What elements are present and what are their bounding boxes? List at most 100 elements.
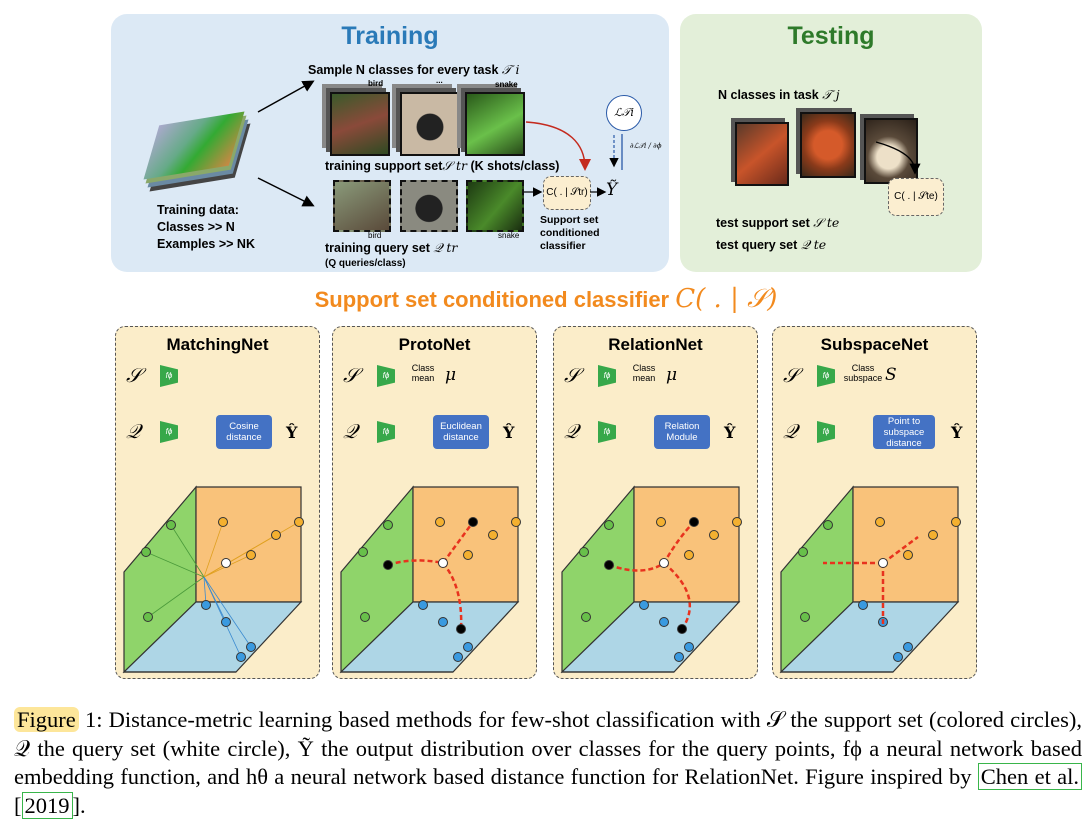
embedding-space-diagram <box>339 485 521 674</box>
prototype-mu1 <box>689 517 699 527</box>
support-point-orange <box>463 550 473 560</box>
embedding-space-diagram <box>122 485 304 674</box>
figure-number: 1: <box>84 707 103 732</box>
orange-plane <box>195 486 302 603</box>
support-point-blue <box>903 642 913 652</box>
support-image-dog <box>400 92 460 156</box>
support-point-orange <box>511 517 521 527</box>
distance-path <box>387 521 475 630</box>
query-point <box>221 558 231 568</box>
class-label-snake: snake <box>495 80 518 89</box>
query-symbol: 𝒬 <box>126 419 141 443</box>
match-line <box>203 521 300 578</box>
orange-plane <box>852 486 959 603</box>
support-point-orange <box>684 550 694 560</box>
support-point-orange <box>294 517 304 527</box>
training-data-label: Training data: Classes >> N Examples >> … <box>157 203 255 251</box>
caption-text: Distance-metric learning based methods f… <box>14 707 1083 789</box>
prototype-mu3 <box>604 560 614 570</box>
support-point-green <box>141 547 151 557</box>
query-image-snake <box>466 180 524 232</box>
training-output: Ỹ <box>606 180 618 200</box>
match-line <box>203 576 252 648</box>
support-point-orange <box>246 550 256 560</box>
citation-year-link[interactable]: 2019 <box>21 791 73 819</box>
embedding-fphi-query: fϕ <box>377 421 395 443</box>
support-point-blue <box>684 642 694 652</box>
support-point-orange <box>271 530 281 540</box>
query-point <box>438 558 448 568</box>
test-image-2 <box>800 112 856 178</box>
mid-output: S <box>885 365 897 385</box>
match-line <box>145 551 205 578</box>
query-class-label-bird: bird <box>368 231 382 240</box>
embedding-fphi-query: fϕ <box>160 421 178 443</box>
output-y: Ŷ <box>503 423 515 442</box>
testing-classifier-box: C( . | 𝒮te) <box>888 178 944 216</box>
class-label-ellipsis: ... <box>436 76 443 85</box>
embedding-space-diagram <box>779 485 961 674</box>
support-point-orange <box>951 517 961 527</box>
support-point-orange <box>903 550 913 560</box>
prototype-mu2 <box>677 624 687 634</box>
class-label-bird: bird <box>368 79 384 88</box>
citation-author-link[interactable]: Chen et al. <box>977 763 1082 790</box>
support-symbol: 𝒮 <box>343 363 359 387</box>
method-panel-protonet: ProtoNet 𝒮 𝒬 fϕ fϕ Class mean μ Euclidea… <box>332 326 537 679</box>
support-point-orange <box>488 530 498 540</box>
figure-caption: Figure 1: Distance-metric learning based… <box>14 707 1083 819</box>
mid-operation: Class mean <box>411 363 435 383</box>
query-symbol: 𝒬 <box>783 419 798 443</box>
support-point-blue <box>246 642 256 652</box>
support-symbol: 𝒮 <box>126 363 142 387</box>
method-panel-subspacenet: SubspaceNet 𝒮 𝒬 fϕ fϕ Class subspace S P… <box>772 326 977 679</box>
test-image-1 <box>735 122 789 186</box>
support-symbol: 𝒮 <box>564 363 580 387</box>
query-class-label-snake: snake <box>498 231 520 240</box>
support-point-blue <box>858 600 868 610</box>
orange-plane <box>412 486 519 603</box>
support-point-orange <box>435 517 445 527</box>
query-image-bird <box>333 180 391 232</box>
support-point-green <box>143 612 153 622</box>
method-panel-relationnet: RelationNet 𝒮 𝒬 fϕ fϕ Class mean μ Relat… <box>553 326 758 679</box>
support-point-green <box>800 612 810 622</box>
support-point-green <box>358 547 368 557</box>
method-title: MatchingNet <box>166 335 269 354</box>
support-point-orange <box>875 517 885 527</box>
embedding-fphi-query: fϕ <box>598 421 616 443</box>
match-line <box>203 521 224 578</box>
training-support-set-label: training support set𝒮 tr (K shots/class) <box>325 158 560 173</box>
method-title: ProtoNet <box>398 335 471 354</box>
prototype-mu3 <box>383 560 393 570</box>
output-y: Ŷ <box>286 423 298 442</box>
support-point-blue <box>893 652 903 662</box>
match-line <box>170 524 205 578</box>
test-arrow <box>875 141 921 175</box>
match-line <box>203 576 242 658</box>
mid-output: μ <box>666 365 678 385</box>
support-point-green <box>166 520 176 530</box>
query-symbol: 𝒬 <box>564 419 579 443</box>
embedding-fphi-support: fϕ <box>817 365 835 387</box>
query-symbol: 𝒬 <box>343 419 358 443</box>
support-point-orange <box>218 517 228 527</box>
support-point-blue <box>438 617 448 627</box>
embedding-space-diagram <box>560 485 742 674</box>
match-line <box>147 576 205 618</box>
method-title: RelationNet <box>608 335 703 354</box>
test-classes-label: N classes in task 𝒯 j <box>718 87 840 102</box>
training-classifier-caption: Support set conditioned classifier <box>540 214 600 252</box>
support-point-green <box>798 547 808 557</box>
support-point-orange <box>732 517 742 527</box>
support-symbol: 𝒮 <box>783 363 799 387</box>
support-point-blue <box>639 600 649 610</box>
output-y: Ŷ <box>951 423 963 442</box>
mid-operation: Class subspace <box>843 363 883 383</box>
support-point-blue <box>659 617 669 627</box>
